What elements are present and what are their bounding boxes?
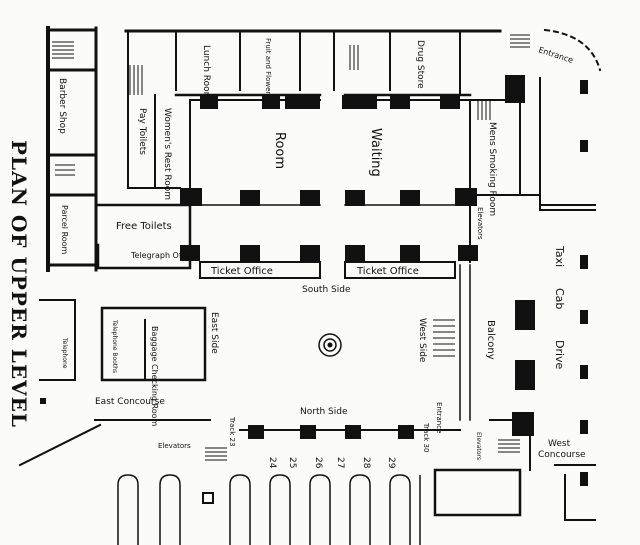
track-number-25: 25: [287, 457, 297, 468]
drive-label: Drive: [553, 340, 566, 370]
telephone-booths-label: Telephone Booths: [111, 319, 118, 373]
track-number-29: 29: [386, 457, 396, 469]
map-title: PLAN OF UPPER LEVEL: [7, 140, 31, 428]
track-number-28: 28: [361, 457, 371, 469]
elevators-right-label: Elevators: [476, 207, 484, 240]
pay-toilets-label: Pay Toilets: [137, 108, 147, 155]
track-number-27: 27: [335, 457, 345, 468]
ticket-office-right-label: Ticket Office: [356, 266, 419, 277]
west-concourse-label-2: Concourse: [538, 450, 586, 460]
fruit-and-flowers-label: Fruit and Flowers: [264, 38, 272, 98]
east-side-label: East Side: [209, 312, 219, 354]
entrance-top-label: Entrance: [537, 45, 574, 65]
cab-label: Cab: [553, 288, 566, 309]
track-number-24: 24: [267, 457, 277, 469]
drug-store-label: Drug Store: [415, 40, 425, 89]
elevators-lower-left-label: Elevators: [158, 442, 191, 450]
waiting-label: Waiting: [368, 128, 383, 177]
track-30-label: Track 30: [422, 422, 430, 452]
room-label: Room: [272, 132, 287, 169]
mens-smoking-room-label: Mens Smoking Room: [487, 122, 497, 216]
west-side-label: West Side: [417, 318, 427, 363]
track-labels: Track 23 Track 30 24 25 26 27 28 29: [228, 416, 430, 469]
barber-shop-label: Barber Shop: [57, 78, 67, 134]
parcel-room-label: Parcel Room: [60, 205, 69, 255]
track-number-group: 24 25 26 27 28 29: [267, 457, 396, 469]
small-booth: [202, 492, 214, 504]
walls: [18, 26, 602, 521]
baggage-checking-room-label: Baggage Checking Room: [150, 326, 159, 427]
entrance-lower-label: Entrance: [435, 402, 443, 433]
track-platforms: [117, 429, 460, 545]
west-concourse-label-1: West: [548, 439, 571, 449]
elevators-lower-right-label: Elevators: [475, 432, 482, 460]
balcony-label: Balcony: [485, 320, 496, 360]
stairs: [52, 34, 530, 461]
telephone-label: Telephone: [61, 337, 68, 369]
columns: [40, 75, 588, 486]
telegraph-office-label: Telegraph Office: [130, 251, 196, 260]
south-side-label: South Side: [302, 285, 351, 295]
ticket-office-left-label: Ticket Office: [210, 266, 273, 277]
north-side-label: North Side: [300, 407, 348, 417]
womens-rest-room-label: Women's Rest Room: [162, 108, 172, 200]
lunch-room-label: Lunch Room: [201, 45, 211, 100]
free-toilets-label: Free Toilets: [116, 221, 172, 232]
east-concourse-label: East Concourse: [95, 397, 165, 407]
track-number-26: 26: [313, 457, 323, 469]
taxi-label: Taxi: [553, 245, 566, 267]
concourse-medallion: [318, 333, 342, 357]
track-23-label: Track 23: [228, 416, 236, 446]
